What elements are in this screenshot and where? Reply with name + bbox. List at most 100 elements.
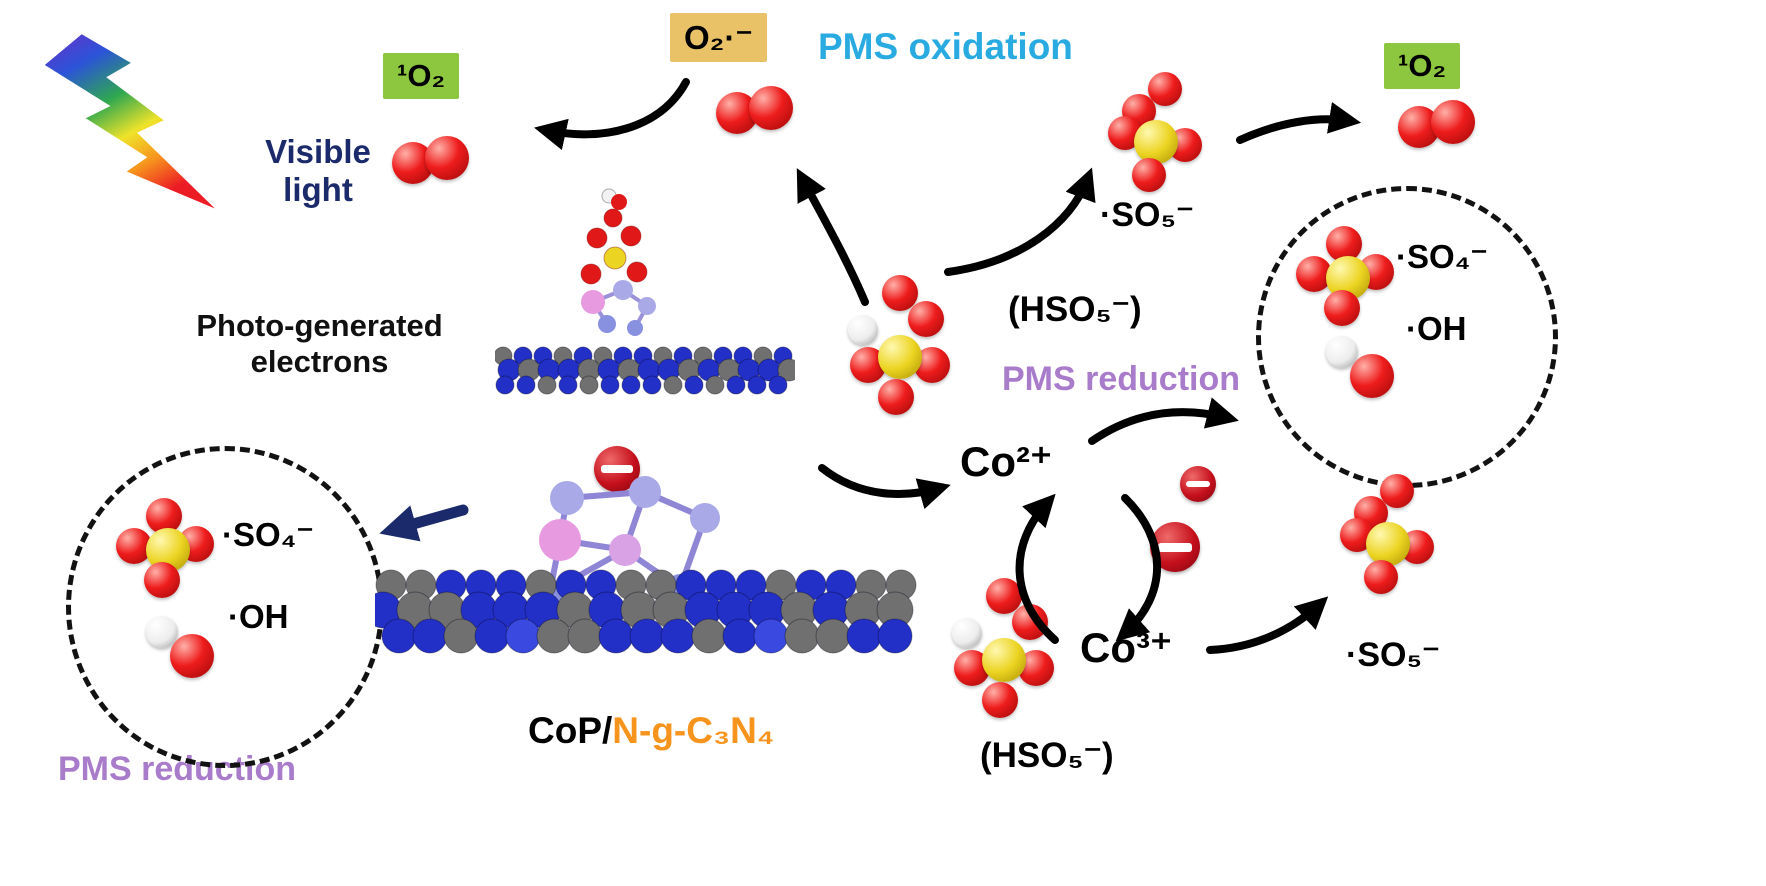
so4-radical-label-left: ·SO₄⁻ <box>222 516 314 553</box>
hydrogen-atom <box>146 616 178 648</box>
atom-sphere <box>381 618 417 654</box>
oxygen-atom <box>626 261 648 283</box>
arrow-hso5-to-so5 <box>944 167 1096 276</box>
hso5-molecule-bottom <box>952 578 1060 723</box>
sulfur-atom <box>1134 120 1178 164</box>
sulfur-atom <box>603 246 627 270</box>
so5-radical-label-bottom: ·SO₅⁻ <box>1346 636 1440 674</box>
radical-products-circle-left <box>66 446 384 768</box>
cop-cluster-small <box>581 280 656 336</box>
pms-reduction-label-right: PMS reduction <box>1002 360 1241 398</box>
atom-sphere <box>877 618 913 654</box>
oxygen-atom <box>1350 354 1394 398</box>
arrow-co2-to-radicals <box>1088 397 1239 445</box>
oxygen-atom <box>908 301 944 337</box>
atom-sphere <box>642 375 662 395</box>
gcn-sheet-small <box>495 346 795 395</box>
sulfur-atom <box>1366 522 1410 566</box>
oxygen-atom <box>1148 72 1182 106</box>
co2-plus-label: Co²⁺ <box>960 438 1053 485</box>
arrow-superoxide-to-singlet-o2 <box>534 78 690 151</box>
gcn-sheet-large <box>375 569 917 654</box>
atom-sphere <box>768 375 788 395</box>
adsorbed-sulfate-cluster <box>580 208 648 285</box>
oxygen-atom <box>586 227 608 249</box>
oh-radical-label-left: ·OH <box>228 598 289 635</box>
so4-radical-label-right: ·SO₄⁻ <box>1396 238 1488 275</box>
so4-molecule-left <box>116 498 216 603</box>
atom-sphere <box>505 618 541 654</box>
phosphorus-atom <box>550 481 584 515</box>
catalyst-name-prefix: CoP/ <box>528 710 613 751</box>
so5-molecule-top <box>1108 72 1208 194</box>
atom-sphere <box>495 375 515 395</box>
oxygen-atom <box>882 275 918 311</box>
atom-sphere <box>600 375 620 395</box>
oh-radical-label-right: ·OH <box>1406 310 1467 347</box>
so5-molecule-bottom <box>1340 474 1440 596</box>
oxygen-atom <box>425 136 469 180</box>
arrow-so5-to-singlet-o2 <box>1236 101 1362 144</box>
oh-molecule-left <box>146 616 231 686</box>
atom-sphere <box>629 618 665 654</box>
superoxide-badge: O₂·⁻ <box>670 13 767 62</box>
atom-sphere <box>474 618 510 654</box>
atom-sphere <box>443 618 479 654</box>
atom-sphere <box>846 618 882 654</box>
oxygen-atom <box>170 634 214 678</box>
atom-sphere <box>537 375 557 395</box>
atom-sphere <box>621 375 641 395</box>
so4-molecule-right <box>1296 226 1396 331</box>
catalyst-name-label: CoP/N-g-C₃N₄ <box>528 710 774 753</box>
minus-bar <box>1158 542 1192 552</box>
catalyst-structure-small <box>495 188 795 395</box>
so5-radical-label-top: ·SO₅⁻ <box>1100 196 1194 234</box>
atom-sphere <box>558 375 578 395</box>
arrow-co2-to-co3-cycle <box>1115 494 1162 642</box>
atom-sphere <box>663 375 683 395</box>
visible-light-label: Visible light <box>265 133 371 208</box>
atom-sphere <box>579 375 599 395</box>
atom-sphere <box>726 375 746 395</box>
minus-bar <box>601 464 633 474</box>
oxygen-atom <box>1012 604 1048 640</box>
atom-sphere <box>705 375 725 395</box>
cobalt-atom <box>609 534 641 566</box>
cobalt-atom <box>539 519 581 561</box>
oxygen-atom <box>603 208 623 228</box>
atom-sphere <box>567 618 603 654</box>
oxygen-atom <box>1132 158 1166 192</box>
singlet-oxygen-badge-left: ¹O₂ <box>383 53 460 99</box>
oxygen-atom <box>1380 474 1414 508</box>
electron-icon <box>1180 466 1216 502</box>
o2-molecule-left <box>392 136 472 188</box>
atom-sphere <box>753 618 789 654</box>
minus-bar <box>1185 480 1211 488</box>
o2-molecule-right <box>1398 100 1478 152</box>
atom-sphere <box>412 618 448 654</box>
hydrogen-atom <box>952 618 982 648</box>
adsorbed-oh-tiny <box>601 188 627 210</box>
atom-sphere <box>536 618 572 654</box>
oh-molecule-right <box>1326 336 1406 402</box>
phosphorus-atom <box>598 315 616 333</box>
atom-sphere <box>784 618 820 654</box>
o2-molecule-center <box>716 86 796 138</box>
atom-sphere <box>777 358 795 382</box>
phosphorus-atom <box>629 476 661 508</box>
phosphorus-atom <box>638 297 656 315</box>
catalyst-name-suffix: N-g-C₃N₄ <box>612 710 775 751</box>
electron-icon <box>1150 522 1200 572</box>
hydrogen-atom <box>848 315 878 345</box>
oxygen-atom <box>749 86 793 130</box>
visible-light-bolt-icon <box>44 34 215 209</box>
oxygen-atom <box>580 263 602 285</box>
phosphorus-atom <box>627 320 643 336</box>
atom-sphere <box>598 618 634 654</box>
atom-sphere <box>660 618 696 654</box>
hydrogen-atom <box>1326 336 1358 368</box>
atom-sphere <box>747 375 767 395</box>
hso5-label-right: (HSO₅⁻) <box>1008 290 1142 329</box>
co3-plus-label: Co³⁺ <box>1080 624 1173 671</box>
